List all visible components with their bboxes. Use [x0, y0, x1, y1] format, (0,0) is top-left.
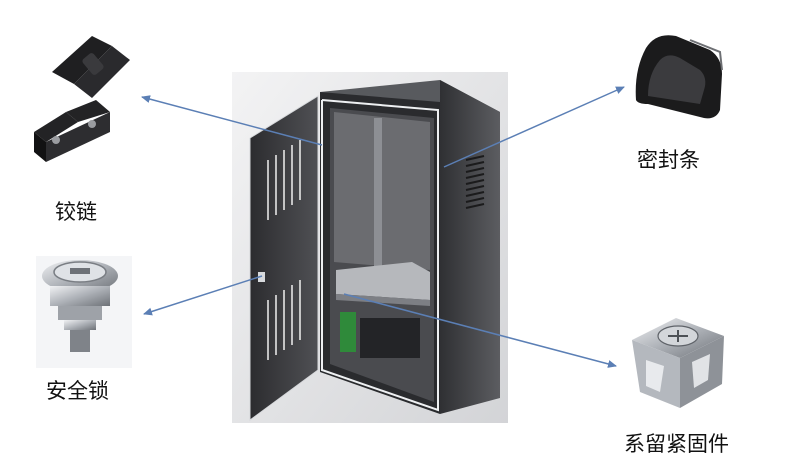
hinge-icon [34, 36, 130, 162]
captive-fastener-label: 系留紧固件 [624, 432, 729, 456]
cam-lock-icon [36, 256, 132, 368]
cabinet-image [232, 72, 508, 423]
door-vents-lower [267, 280, 301, 360]
callout-arrows [141, 86, 625, 368]
arrow-to-fastener [343, 293, 617, 368]
arrow-to-hinge [141, 95, 323, 146]
side-vents [465, 155, 485, 209]
captive-fastener-icon [632, 318, 724, 408]
hinge-label: 铰链 [55, 200, 97, 224]
safety-lock-label: 安全锁 [46, 379, 109, 403]
arrow-to-seal [443, 86, 625, 168]
door-vents-upper [267, 140, 301, 220]
seal-strip-icon [635, 35, 723, 119]
arrow-to-lock [143, 275, 263, 316]
seal-strip-label: 密封条 [637, 148, 700, 172]
